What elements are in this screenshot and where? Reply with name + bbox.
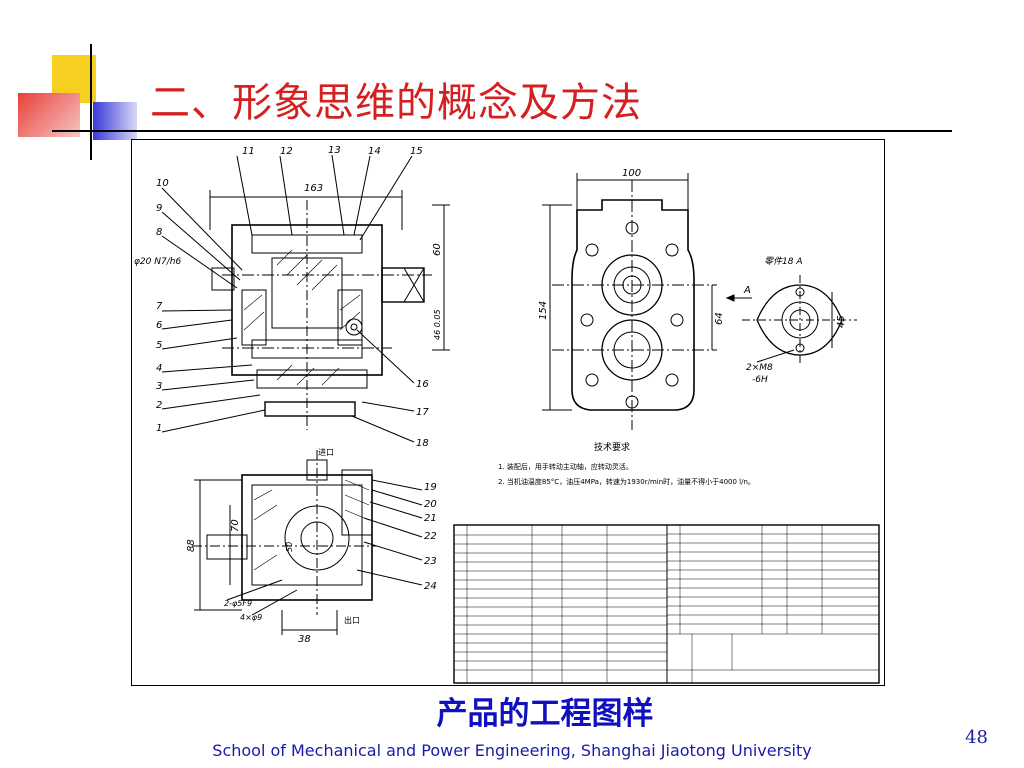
callout-2: 2: [156, 400, 162, 411]
outlet-label: 出口: [344, 615, 360, 625]
side-section-view: [192, 450, 423, 635]
footer-institution: School of Mechanical and Power Engineeri…: [212, 741, 812, 760]
tech-note-1: 1. 装配后，用手转动主动轴，应转动灵活。: [498, 462, 633, 471]
gear-pump-drawing: 11 12 13 14 15 10 9 8 7 6 5 4 3 2 1 16 1…: [134, 145, 880, 684]
thread-label: -6H: [752, 375, 768, 385]
deco-horizontal-line: [52, 130, 952, 132]
page-number: 48: [965, 727, 988, 748]
arrow-a-label: A: [743, 285, 751, 296]
holes2-label: 4×φ9: [240, 613, 262, 622]
callout-12: 12: [280, 146, 293, 157]
m8-label: 2×M8: [746, 363, 773, 373]
callout-18: 18: [416, 438, 429, 449]
callout-7: 7: [156, 301, 163, 312]
dim-46: 46 0.05: [433, 309, 442, 340]
callout-17: 17: [416, 407, 429, 418]
callout-16: 16: [416, 379, 429, 390]
fit-phi20: φ20 N7/h6: [134, 257, 181, 267]
callout-4: 4: [156, 363, 162, 374]
callout-20: 20: [424, 499, 437, 510]
deco-vertical-line: [90, 44, 92, 160]
callout-21: 21: [424, 513, 437, 524]
tech-req-title: 技术要求: [594, 441, 630, 453]
callout-22: 22: [424, 531, 437, 542]
callout-1: 1: [156, 423, 162, 434]
front-view: [542, 173, 752, 430]
callout-24: 24: [424, 581, 437, 592]
inlet-label: 进口: [318, 448, 334, 457]
dim-100: 100: [622, 168, 641, 179]
dim-60: 60: [432, 243, 443, 256]
part-view-label: 零件18 A: [764, 256, 802, 267]
dim-154: 154: [538, 301, 549, 320]
callout-23: 23: [424, 556, 437, 567]
callout-8: 8: [156, 227, 162, 238]
callout-5: 5: [156, 340, 162, 351]
dim-70: 70: [230, 519, 241, 532]
dim-64: 64: [714, 312, 725, 325]
holes-label: 2-φ5F9: [224, 599, 252, 608]
slide-title: 二、形象思维的概念及方法: [150, 80, 642, 126]
main-section-view: [161, 154, 450, 443]
dim-50: 50: [285, 542, 294, 552]
callout-19: 19: [424, 482, 437, 493]
dim-45: 45: [836, 315, 847, 328]
callout-9: 9: [156, 203, 162, 214]
figure-caption: 产品的工程图样: [436, 696, 654, 732]
callout-3: 3: [156, 381, 162, 392]
callout-13: 13: [328, 145, 341, 156]
part-18-view: [742, 275, 857, 365]
callout-10: 10: [156, 178, 169, 189]
engineering-drawing: 11 12 13 14 15 10 9 8 7 6 5 4 3 2 1 16 1…: [131, 139, 885, 686]
callout-15: 15: [410, 146, 423, 157]
parts-list-table: [453, 524, 880, 684]
deco-red-square: [18, 93, 80, 137]
dim-88: 88: [186, 539, 197, 552]
dim-163: 163: [304, 183, 323, 194]
deco-blue-square: [93, 102, 137, 140]
callout-11: 11: [242, 146, 255, 157]
tech-note-2: 2. 当机油温度85°C，油压4MPa，转速为1930r/min时，油量不得小于…: [498, 477, 755, 486]
callout-6: 6: [156, 320, 162, 331]
callout-14: 14: [368, 146, 381, 157]
dim-38: 38: [298, 634, 311, 645]
